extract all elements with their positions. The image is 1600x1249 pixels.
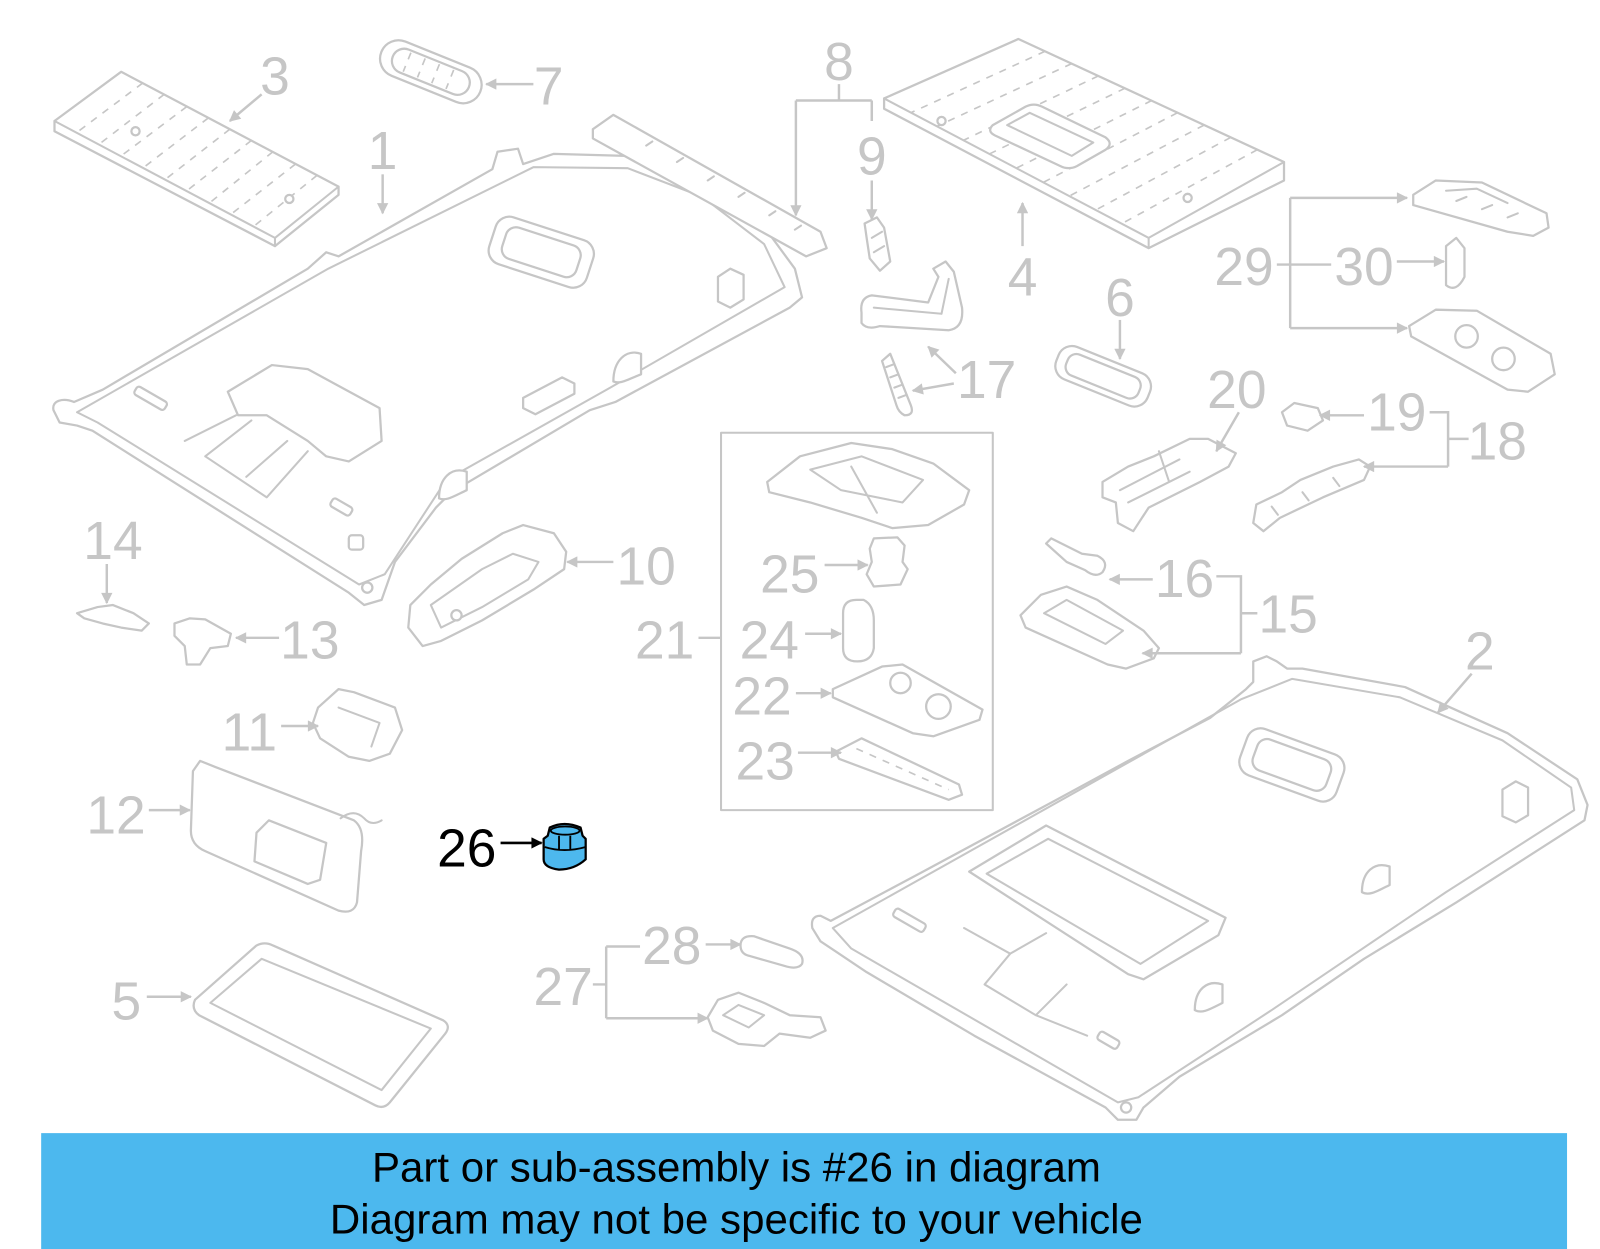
part-21-lamp-assembly	[766, 441, 971, 530]
callout-1: 1	[368, 122, 398, 181]
part-18-bracket	[1252, 458, 1372, 533]
callout-25: 25	[760, 546, 819, 605]
callout-15: 15	[1258, 586, 1317, 645]
callout-13: 13	[280, 611, 339, 670]
part-2-headliner	[810, 655, 1589, 1121]
part-23-lens-strip	[834, 737, 964, 801]
callout-14: 14	[83, 512, 142, 571]
part-28-bulb	[739, 935, 804, 969]
banner-line-1: Part or sub-assembly is #26 in diagram	[372, 1143, 1101, 1190]
part-27-lamp	[706, 991, 827, 1048]
callout-21: 21	[635, 611, 694, 670]
callout-16: 16	[1155, 550, 1214, 609]
part-17-grab-handle	[860, 260, 964, 417]
callout-24: 24	[740, 611, 799, 670]
callout-labels: 3 7 8 1 9 4 29 30 6 17 20 19 18 14 10 25…	[83, 33, 1527, 1031]
callout-29: 29	[1214, 238, 1273, 297]
leader-2	[1436, 672, 1473, 714]
callout-12: 12	[86, 787, 145, 846]
part-8-rail	[591, 113, 828, 258]
leader-8-bracket	[795, 84, 874, 122]
part-3-pad	[53, 70, 340, 248]
callout-27: 27	[533, 958, 592, 1017]
leader-18-bracket	[1429, 411, 1469, 467]
callout-30: 30	[1334, 238, 1393, 297]
leader-20	[1215, 411, 1240, 453]
leader-27-bracket	[592, 945, 641, 1019]
callout-22: 22	[732, 668, 791, 727]
callout-11: 11	[222, 704, 277, 763]
part-19-clip	[1280, 401, 1325, 432]
leader-29-bracket	[1276, 197, 1332, 329]
leader-17-screw	[911, 382, 955, 395]
callout-3: 3	[260, 47, 290, 106]
banner-line-2: Diagram may not be specific to your vehi…	[330, 1196, 1143, 1243]
part-10-console	[407, 523, 568, 648]
part-12-sun-visor	[189, 759, 383, 913]
part-11-bracket	[311, 687, 404, 763]
part-13-hook	[173, 617, 233, 666]
callout-26: 26	[437, 820, 496, 879]
part-30-bulb	[1444, 236, 1466, 289]
part-20-bracket	[1101, 437, 1237, 533]
part-4-sunshade	[882, 37, 1286, 250]
part-9-clip	[863, 216, 892, 272]
callout-20: 20	[1207, 361, 1266, 420]
callout-10: 10	[617, 538, 676, 597]
callout-23: 23	[735, 732, 794, 791]
leader-15-bracket	[1216, 575, 1258, 654]
callout-28: 28	[642, 917, 701, 976]
part-29-console-upper	[1412, 179, 1550, 237]
callout-7: 7	[534, 58, 564, 117]
part-29-console-lower	[1407, 308, 1556, 393]
part-25-socket	[865, 536, 909, 588]
callout-5: 5	[111, 972, 141, 1031]
part-6-lens	[1054, 344, 1153, 408]
part-16-bulb	[1044, 537, 1107, 576]
leader-17-handle	[927, 345, 957, 375]
callout-leaders	[101, 78, 1473, 1024]
callout-18: 18	[1468, 412, 1527, 471]
part-26-highlighted	[542, 822, 587, 871]
callout-19: 19	[1367, 384, 1426, 443]
callout-8: 8	[824, 33, 854, 92]
callout-6: 6	[1105, 269, 1135, 328]
part-1-headliner	[52, 147, 804, 607]
info-banner: Part or sub-assembly is #26 in diagram D…	[41, 1133, 1568, 1249]
callout-2: 2	[1465, 623, 1495, 682]
part-21-group-box	[720, 431, 994, 812]
part-15-lamp	[1019, 585, 1161, 670]
part-24-bulb	[841, 598, 875, 663]
callout-17: 17	[957, 351, 1016, 410]
banner-background	[41, 1133, 1568, 1249]
callout-4: 4	[1008, 248, 1038, 307]
part-14-clip	[75, 603, 150, 632]
part-7-lens	[378, 39, 483, 105]
leader-3	[228, 93, 263, 122]
part-5-seal-frame	[192, 942, 449, 1109]
callout-9: 9	[857, 127, 887, 186]
part-22-lens-plate	[831, 663, 984, 738]
